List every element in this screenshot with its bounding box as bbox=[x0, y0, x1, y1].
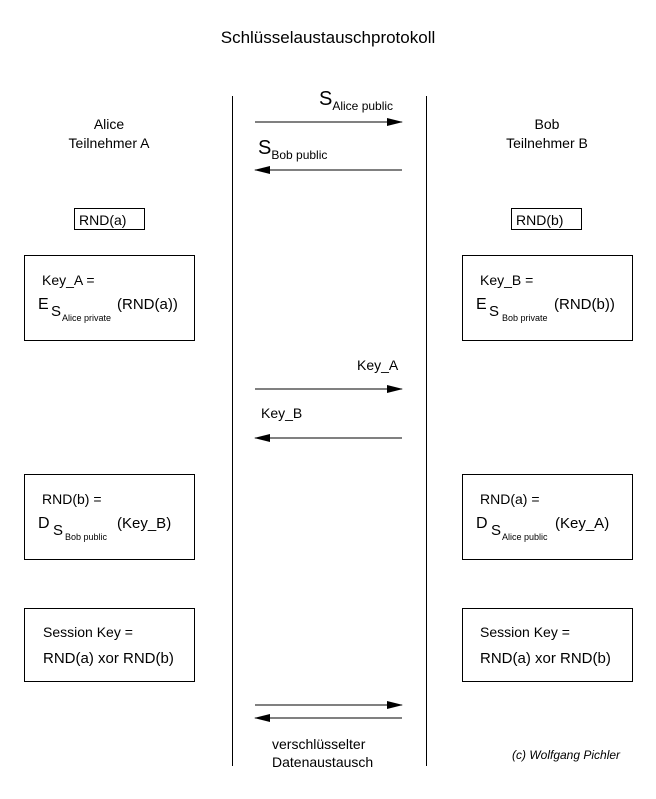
label-bob-public: SBob public bbox=[258, 137, 328, 162]
bob-encrypt-key-sub: Bob private bbox=[502, 313, 548, 323]
participant-bob: Bob Teilnehmer B bbox=[462, 115, 632, 153]
bob-decrypt-line1: RND(a) = bbox=[480, 491, 540, 507]
encrypted-exchange-line2: Datenaustausch bbox=[272, 754, 374, 770]
alice-rnd-box: RND(a) bbox=[74, 208, 145, 230]
alice-session-line2: RND(a) xor RND(b) bbox=[43, 650, 174, 667]
label-key-a: Key_A bbox=[357, 357, 399, 373]
alice-decrypt-arg: (Key_B) bbox=[117, 515, 172, 532]
alice-session-line1: Session Key = bbox=[43, 624, 133, 640]
bob-rnd-box: RND(b) bbox=[511, 208, 582, 230]
bob-encrypt-key-symbol: S bbox=[489, 303, 500, 320]
bob-role: Teilnehmer B bbox=[506, 135, 588, 151]
alice-decrypt-line1: RND(b) = bbox=[42, 491, 102, 507]
bob-decrypt-key-symbol: S bbox=[491, 522, 502, 539]
alice-decrypt-key-symbol: S bbox=[53, 522, 64, 539]
alice-decrypt-box: RND(b) = D S Bob public (Key_B) bbox=[24, 474, 195, 560]
bob-decrypt-arg: (Key_A) bbox=[555, 515, 610, 532]
lifeline-bob bbox=[426, 96, 427, 766]
encrypted-exchange-line1: verschlüsselter bbox=[272, 736, 366, 752]
label-bob-public-sub: Bob public bbox=[271, 148, 328, 162]
copyright-credit: (c) Wolfgang Pichler bbox=[512, 748, 621, 762]
alice-encrypt-key-sub: Alice private bbox=[62, 313, 112, 323]
alice-encrypt-line1: Key_A = bbox=[42, 272, 95, 288]
lifeline-alice bbox=[232, 96, 233, 766]
alice-decrypt-op: D bbox=[38, 515, 50, 532]
label-alice-public-symbol: S bbox=[319, 88, 333, 110]
diagram-title: Schlüsselaustauschprotokoll bbox=[220, 28, 436, 47]
participant-alice: Alice Teilnehmer A bbox=[24, 115, 194, 153]
bob-encrypt-op: E bbox=[476, 296, 487, 313]
bob-encrypt-line1: Key_B = bbox=[480, 272, 534, 288]
alice-encrypt-arg: (RND(a)) bbox=[117, 296, 178, 313]
bob-session-line1: Session Key = bbox=[480, 624, 570, 640]
alice-decrypt-key-sub: Bob public bbox=[65, 532, 108, 542]
encrypted-exchange-label: verschlüsselter Datenaustausch bbox=[272, 735, 373, 771]
label-alice-public-sub: Alice public bbox=[332, 99, 394, 113]
alice-name: Alice bbox=[93, 116, 125, 132]
bob-decrypt-key-sub: Alice public bbox=[502, 532, 548, 542]
label-bob-public-symbol: S bbox=[258, 137, 272, 159]
label-key-b: Key_B bbox=[261, 405, 303, 421]
alice-encrypt-key-symbol: S bbox=[51, 303, 62, 320]
bob-encrypt-arg: (RND(b)) bbox=[554, 296, 615, 313]
alice-encrypt-op: E bbox=[38, 296, 49, 313]
bob-session-box: Session Key = RND(a) xor RND(b) bbox=[462, 608, 633, 682]
bob-session-line2: RND(a) xor RND(b) bbox=[480, 650, 611, 667]
alice-encrypt-box: Key_A = E S Alice private (RND(a)) bbox=[24, 255, 195, 341]
alice-role: Teilnehmer A bbox=[68, 135, 150, 151]
bob-decrypt-box: RND(a) = D S Alice public (Key_A) bbox=[462, 474, 633, 560]
bob-decrypt-op: D bbox=[476, 515, 488, 532]
label-alice-public: SAlice public bbox=[319, 88, 394, 113]
bob-encrypt-box: Key_B = E S Bob private (RND(b)) bbox=[462, 255, 633, 341]
bob-name: Bob bbox=[534, 116, 560, 132]
alice-session-box: Session Key = RND(a) xor RND(b) bbox=[24, 608, 195, 682]
